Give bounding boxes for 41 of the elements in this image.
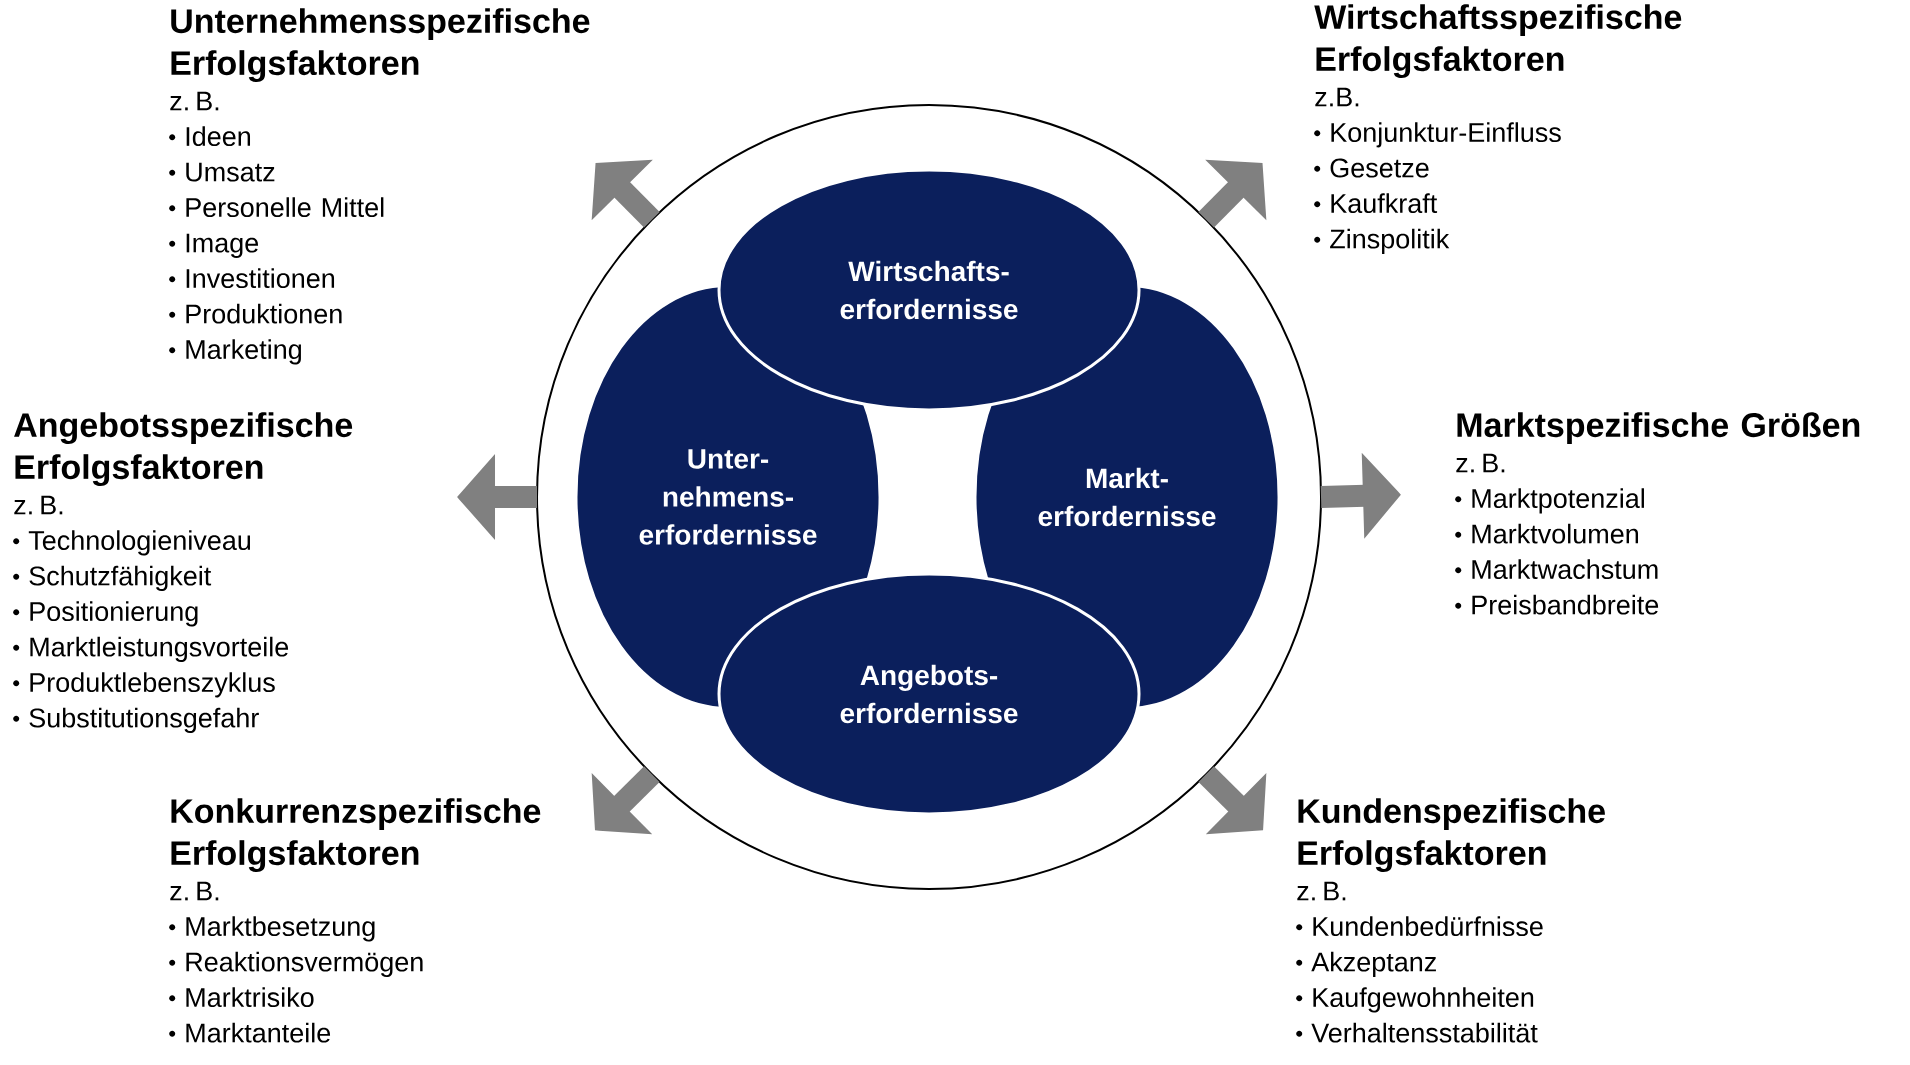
note-text: z. B. <box>1297 881 1346 901</box>
heading: Wirtschaftsspezifische Erfolgsfaktoren <box>1314 4 1682 78</box>
bullet-item: Marktleistungsvorteile <box>13 636 289 662</box>
bullet-item: Zinspolitik <box>1314 228 1450 254</box>
note-text: z. B. <box>170 91 219 111</box>
note-text: z. B. <box>170 881 219 901</box>
bullet-item: Kaufkraft <box>1314 193 1438 214</box>
note-text: z. B. <box>14 495 63 515</box>
bullet-item: Image <box>169 233 259 258</box>
heading: Konkurrenzspezifische Erfolgsfaktoren <box>171 798 541 873</box>
heading: Angebotsspezifische Erfolgsfaktoren <box>14 412 353 487</box>
bullet-item: Akzeptanz <box>1296 951 1436 977</box>
bullet-item: Technologieniveau <box>13 530 251 556</box>
bullet-item: Preisbandbreite <box>1455 594 1659 615</box>
bullet-item: Personelle Mittel <box>169 197 384 218</box>
bullet-item: Investitionen <box>169 268 335 289</box>
bullet-item: Marktwachstum <box>1455 559 1658 580</box>
bullet-item: Marktvolumen <box>1455 523 1638 544</box>
bullet-item: Ideen <box>169 126 250 147</box>
bullet-item: Marktanteile <box>169 1022 331 1043</box>
heading: Kundenspezifische Erfolgsfaktoren <box>1298 798 1605 873</box>
heading: Marktspezifische Größen <box>1457 412 1860 444</box>
bullet-item: Marketing <box>169 339 301 365</box>
bullet-item: Positionierung <box>13 601 198 627</box>
bullet-item: Marktrisiko <box>169 987 314 1008</box>
bullet-item: Gesetze <box>1314 158 1429 178</box>
bullet-item: Verhaltensstabilität <box>1296 1022 1538 1043</box>
note-text: z.B. <box>1315 87 1359 107</box>
bullet-item: Produktlebenszyklus <box>13 672 275 698</box>
bullet-item: Produktionen <box>169 303 342 324</box>
bullet-item: Kundenbedürfnisse <box>1296 916 1543 937</box>
bullet-item: Konjunktur-Einfluss <box>1314 122 1561 148</box>
bullet-item: Schutzfähigkeit <box>13 565 212 591</box>
bullet-item: Substitutionsgefahr <box>13 707 259 733</box>
bullet-item: Marktpotenzial <box>1455 488 1644 514</box>
bullet-item: Umsatz <box>169 162 275 182</box>
bullet-item: Kaufgewohnheiten <box>1296 987 1534 1013</box>
bullet-item: Marktbesetzung <box>169 916 375 942</box>
bullet-item: Reaktionsvermögen <box>169 951 423 977</box>
note-text: z. B. <box>1456 453 1505 473</box>
heading: Unternehmensspezifische Erfolgsfaktoren <box>171 8 590 82</box>
